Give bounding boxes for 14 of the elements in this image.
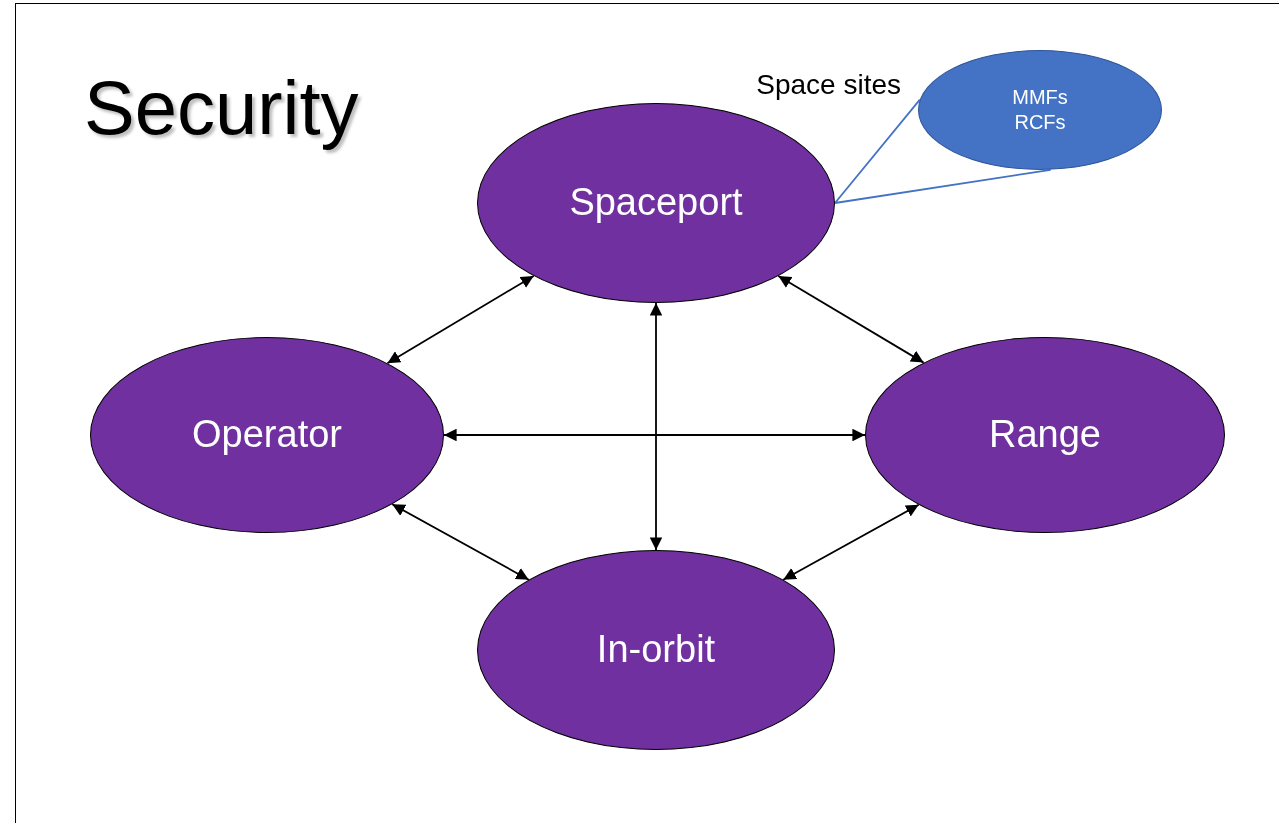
callout-pointer (834, 98, 1052, 204)
slide-title: Security (84, 64, 359, 152)
double-arrow (649, 302, 663, 551)
double-arrow (443, 428, 866, 442)
node-label: In-orbit (596, 627, 716, 673)
double-arrow (777, 275, 925, 364)
double-arrow (391, 503, 530, 581)
node-label: Operator (192, 412, 342, 458)
node-label: Spaceport (569, 180, 743, 226)
callout-heading: Space sites (756, 69, 901, 101)
double-arrow (782, 503, 920, 581)
node-label: MMFs RCFs (1011, 85, 1069, 135)
node-label: Range (989, 412, 1101, 458)
double-arrow (386, 275, 535, 365)
